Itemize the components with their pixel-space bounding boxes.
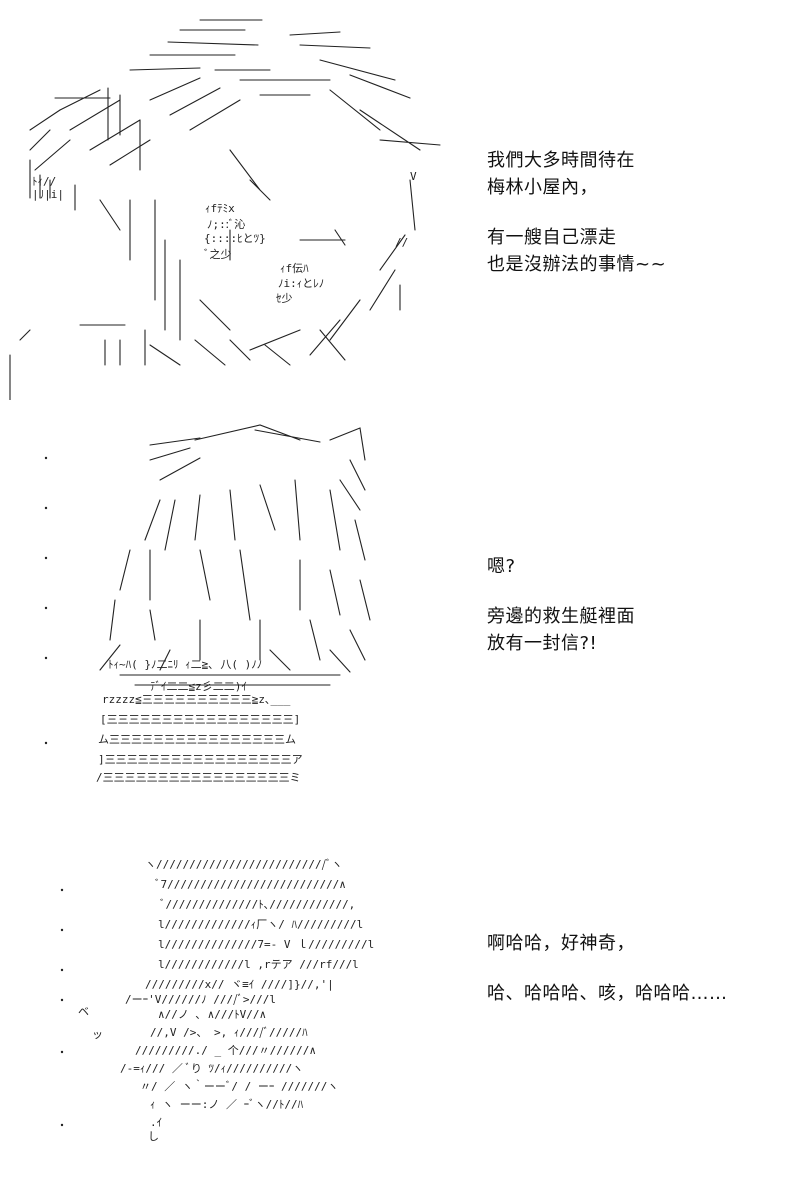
caption-line: 哈、哈哈哈、咳，哈哈哈……	[487, 983, 728, 1004]
girl-face-drawing: ｨfﾃﾐx ﾉ;::ﾞ沁 {::::ﾋとﾂ} ﾞ之少 ｨf伝ﾊ ﾉi:ｨとﾚﾉ …	[9, 19, 441, 400]
caption-line: 啊哈哈，好神奇，	[487, 933, 635, 954]
caption-gap	[487, 957, 728, 980]
svg-text:ベ: ベ	[78, 1005, 89, 1018]
svg-text:ｾ少: ｾ少	[276, 292, 293, 305]
svg-text:〃/ ／ ヽ｀ーーﾞ/ / ーｰ ///////ヽ: 〃/ ／ ヽ｀ーーﾞ/ / ーｰ ///////ヽ	[140, 1078, 338, 1093]
hooded-figure-drawing: rzzzz≦三三三三三三三三三三≧z､___ [三三三三三三三三三三三三三三三三…	[44, 424, 371, 784]
svg-text:ム三三三三三三三三三三三三三三三三ム: ム三三三三三三三三三三三三三三三三ム	[98, 733, 296, 746]
svg-text:し: し	[148, 1130, 159, 1143]
svg-text:l////////////l ,rテア ///rf///l: l////////////l ,rテア ///rf///l	[158, 958, 359, 971]
svg-text:ｨf伝ﾊ: ｨf伝ﾊ	[280, 262, 309, 275]
svg-text:/ーｰ'V//////ﾉ ////ﾞ>///l: /ーｰ'V//////ﾉ ////ﾞ>///l	[125, 993, 276, 1006]
svg-text:∧//ノ ､ ∧///ﾄV//∧: ∧//ノ ､ ∧///ﾄV//∧	[158, 1008, 266, 1021]
svg-text:ﾄｨ~ﾊ( }ﾉ二ﾆﾘ ｨ二≧､ 八( )ﾉﾉ: ﾄｨ~ﾊ( }ﾉ二ﾆﾘ ｨ二≧､ 八( )ﾉﾉ	[108, 658, 262, 671]
svg-text://,V />、 >, ｨ////ﾞ/////ﾊ: //,V />、 >, ｨ////ﾞ/////ﾊ	[150, 1026, 308, 1039]
panel-3: ヽ//////////////////////////ﾞヽ ﾞ7////////…	[0, 800, 800, 1200]
svg-text:/-=ｨ/// ／ ﾞり ﾂ/ｨ////////: /-=ｨ/// ／ ﾞり ﾂ/ｨ//////////ヽ	[120, 1062, 303, 1075]
svg-text:]三三三三三三三三三三三三三三三三三ア: ]三三三三三三三三三三三三三三三三三ア	[98, 753, 303, 766]
svg-text:ｨfﾃﾐx: ｨfﾃﾐx	[205, 202, 235, 215]
panel-2: rzzzz≦三三三三三三三三三三≧z､___ [三三三三三三三三三三三三三三三三…	[0, 400, 800, 800]
caption-line: 也是沒辦法的事情~~	[487, 254, 667, 275]
caption-line: 有一艘自己漂走	[487, 227, 617, 248]
caption-line: 放有一封信?!	[487, 633, 598, 654]
svg-text:/三三三三三三三三三三三三三三三三三ミ: /三三三三三三三三三三三三三三三三三ミ	[96, 771, 301, 784]
panel-1-caption: 我們大多時間待在 梅林小屋內， 有一艘自己漂走 也是沒辦法的事情~~	[487, 147, 666, 278]
svg-text:ッ: ッ	[92, 1028, 103, 1041]
svg-text:V: V	[410, 170, 417, 183]
svg-text:l//////////////7=- V ｌ////////: l//////////////7=- V ｌ/////////l	[158, 938, 374, 951]
hooded-figure-ascii-art: rzzzz≦三三三三三三三三三三≧z､___ [三三三三三三三三三三三三三三三三…	[0, 400, 460, 800]
svg-text://///////x// ヾ≡ｲ ////]}//,'|: /////////x// ヾ≡ｲ ////]}//,'|	[145, 978, 334, 991]
svg-text:ﾄｨ//: ﾄｨ//	[32, 175, 56, 188]
caption-line: 我們大多時間待在	[487, 150, 635, 171]
svg-text:.ｲ: .ｲ	[150, 1116, 162, 1129]
svg-text:ヽ//////////////////////////ﾞヽ: ヽ//////////////////////////ﾞヽ	[145, 858, 342, 871]
caption-gap	[487, 201, 666, 224]
caption-line: 旁邊的救生艇裡面	[487, 606, 635, 627]
panel-2-caption: 嗯? 旁邊的救生艇裡面 放有一封信?!	[487, 553, 635, 657]
svg-text:l/////////////ｨ厂ヽ/ ﾊ/////////l: l/////////////ｨ厂ヽ/ ﾊ/////////l	[158, 918, 363, 931]
svg-text:ﾃﾞｲ二二≦z彡二二)ｲ: ﾃﾞｲ二二≦z彡二二)ｲ	[150, 680, 247, 693]
panel-3-caption: 啊哈哈，好神奇， 哈、哈哈哈、咳，哈哈哈……	[487, 930, 728, 1007]
panel-1: ｨfﾃﾐx ﾉ;::ﾞ沁 {::::ﾋとﾂ} ﾞ之少 ｨf伝ﾊ ﾉi:ｨとﾚﾉ …	[0, 0, 800, 400]
svg-text:ﾞ//////////////ﾄ､////////////,: ﾞ//////////////ﾄ､////////////,	[160, 898, 355, 911]
caption-line: 梅林小屋內，	[487, 177, 598, 198]
caption-line: 嗯?	[487, 556, 516, 577]
svg-text:{::::ﾋとﾂ}: {::::ﾋとﾂ}	[204, 232, 266, 245]
svg-text://: //	[395, 236, 408, 249]
svg-text:rzzzz≦三三三三三三三三三三≧z､___: rzzzz≦三三三三三三三三三三≧z､___	[102, 693, 291, 706]
svg-text:ﾞ7//////////////////////////∧: ﾞ7//////////////////////////∧	[155, 878, 346, 891]
svg-text:ﾉ;::ﾞ沁: ﾉ;::ﾞ沁	[207, 218, 245, 231]
svg-text:ﾉi:ｨとﾚﾉ: ﾉi:ｨとﾚﾉ	[278, 277, 324, 290]
svg-text:ｨ ヽ ーー:ノ ／ ｰﾞヽ//ﾄ//ﾊ: ｨ ヽ ーー:ノ ／ ｰﾞヽ//ﾄ//ﾊ	[150, 1098, 304, 1111]
svg-text:ﾞ之少: ﾞ之少	[204, 247, 232, 261]
laughing-face-drawing: ヽ//////////////////////////ﾞヽ ﾞ7////////…	[60, 858, 374, 1143]
caption-gap	[487, 580, 635, 603]
svg-text:|ﾘ|i|: |ﾘ|i|	[32, 188, 64, 201]
laughing-face-ascii-art: ヽ//////////////////////////ﾞヽ ﾞ7////////…	[0, 800, 460, 1200]
svg-text://///////./ _ 个///〃//////∧: /////////./ _ 个///〃//////∧	[135, 1044, 316, 1057]
svg-text:[三三三三三三三三三三三三三三三三三]: [三三三三三三三三三三三三三三三三三]	[100, 713, 300, 726]
girl-face-ascii-art: ｨfﾃﾐx ﾉ;::ﾞ沁 {::::ﾋとﾂ} ﾞ之少 ｨf伝ﾊ ﾉi:ｨとﾚﾉ …	[0, 0, 460, 400]
